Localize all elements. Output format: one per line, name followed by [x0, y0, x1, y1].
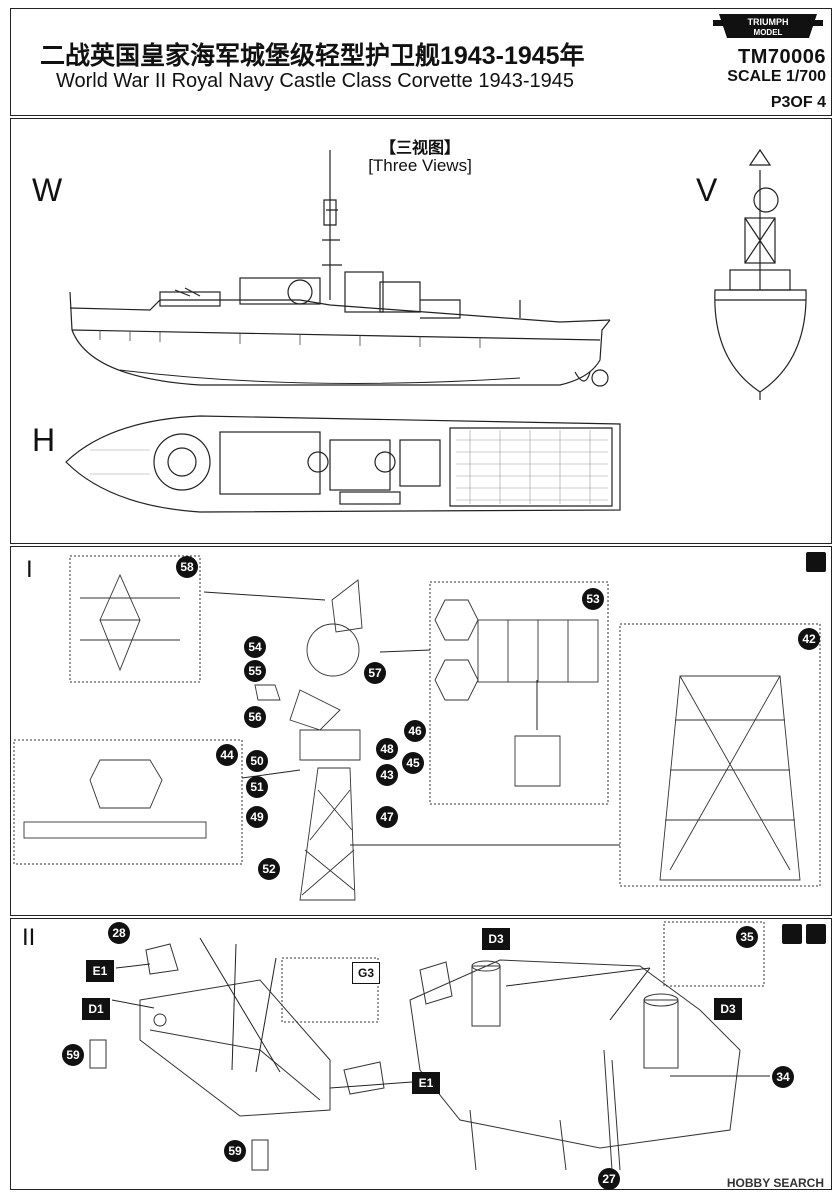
part-callout-58: 58 [176, 556, 198, 578]
part-callout-46: 46 [404, 720, 426, 742]
view-label-w: W [32, 172, 63, 208]
part-callout-44: 44 [216, 744, 238, 766]
sprue-tag-g3: G3 [352, 962, 380, 984]
scale-label: SCALE 1/700 [727, 68, 826, 85]
part-callout-28: 28 [108, 922, 130, 944]
watermark: HOBBY SEARCH [726, 1176, 824, 1190]
part-callout-48: 48 [376, 738, 398, 760]
gel-glue-icon [806, 552, 826, 572]
three-views-panel [10, 118, 832, 544]
sprue-tag-d3: D3 [482, 928, 510, 950]
part-callout-27: 27 [598, 1168, 620, 1190]
three-views-heading-en: [Three Views] [368, 156, 472, 175]
page-indicator: P3OF 4 [770, 94, 826, 111]
part-callout-51: 51 [246, 776, 268, 798]
part-callout-54: 54 [244, 636, 266, 658]
step-ii-label: II [22, 924, 36, 951]
part-callout-47: 47 [376, 806, 398, 828]
sprue-tag-e1: E1 [86, 960, 114, 982]
part-callout-50: 50 [246, 750, 268, 772]
svg-text:MODEL: MODEL [754, 28, 783, 37]
part-callout-45: 45 [402, 752, 424, 774]
part-callout-52: 52 [258, 858, 280, 880]
part-callout-59: 59 [62, 1044, 84, 1066]
view-label-v: V [696, 172, 718, 208]
view-label-h: H [32, 422, 56, 458]
title-chinese: 二战英国皇家海军城堡级轻型护卫舰1943-1945年 [40, 42, 585, 70]
step-i-panel [10, 546, 832, 916]
part-callout-42: 42 [798, 628, 820, 650]
header-frame [10, 8, 832, 116]
part-callout-49: 49 [246, 806, 268, 828]
part-callout-57: 57 [364, 662, 386, 684]
sprue-tag-d3b: D3 [714, 998, 742, 1020]
part-callout-34: 34 [772, 1066, 794, 1088]
gel-glue-icon [806, 924, 826, 944]
model-number: TM70006 [738, 46, 826, 68]
step-ii-panel [10, 918, 832, 1190]
part-callout-35: 35 [736, 926, 758, 948]
three-views-heading-cn: 【三视图】 [379, 140, 460, 157]
cement-icon [782, 924, 802, 944]
part-callout-43: 43 [376, 764, 398, 786]
brand-logo: TRIUMPH MODEL [713, 10, 823, 42]
sprue-tag-d1: D1 [82, 998, 110, 1020]
part-callout-53: 53 [582, 588, 604, 610]
step-i-label: I [26, 556, 33, 583]
sprue-tag-e1b: E1 [412, 1072, 440, 1094]
svg-text:TRIUMPH: TRIUMPH [748, 17, 789, 27]
part-callout-59b: 59 [224, 1140, 246, 1162]
title-english: World War II Royal Navy Castle Class Cor… [56, 70, 574, 92]
part-callout-55: 55 [244, 660, 266, 682]
part-callout-56: 56 [244, 706, 266, 728]
